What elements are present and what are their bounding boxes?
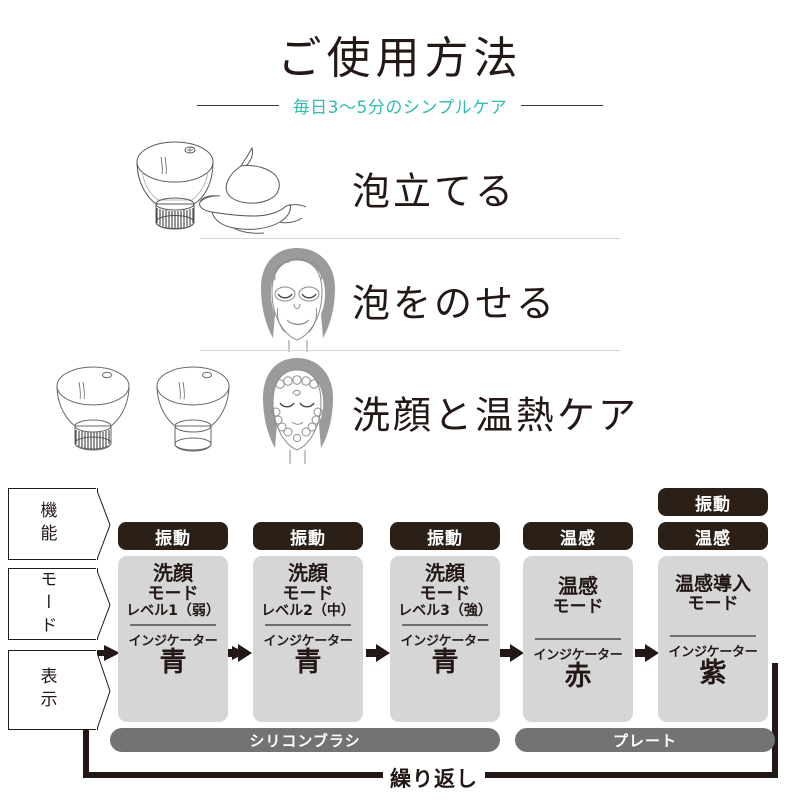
mode-card-rule-5	[670, 635, 756, 637]
steps-section: 泡立てる	[0, 132, 800, 477]
mode-card-3[interactable]: 洗顔 モード レベル3（強） インジケーター 青	[390, 556, 500, 722]
mode-level-3: レベル3（強）	[398, 603, 492, 620]
page-subtitle: 毎日3〜5分のシンプルケア	[292, 97, 508, 118]
repeat-label: 繰り返し	[383, 763, 485, 793]
mode-name-3: 洗顔	[425, 561, 465, 585]
step-2-label: 泡をのせる	[352, 281, 558, 326]
mode-sub-4: モード	[552, 596, 604, 617]
indicator-label-2: インジケーター	[263, 633, 353, 649]
mode-card-rule-3	[402, 624, 488, 626]
indicator-label-5: インジケーター	[668, 644, 758, 660]
indicator-label-1: インジケーター	[128, 633, 218, 649]
function-badge-heat-4: 温感	[523, 522, 633, 550]
mode-level-1: レベル1（弱）	[126, 603, 220, 620]
indicator-color-5: 紫	[699, 657, 727, 689]
mode-card-rule-4	[535, 638, 621, 640]
indicator-color-2: 青	[294, 646, 322, 678]
page-title: ご使用方法	[277, 33, 523, 84]
mode-card-4[interactable]: 温感 モード インジケーター 赤	[523, 556, 633, 722]
function-badge-vibration-5: 振動	[658, 488, 768, 516]
mode-sub-2: モード	[282, 583, 334, 604]
attachment-pill-plate: プレート	[515, 728, 775, 752]
mode-cycle-diagram: 機能 モード 表示 振動 洗顔 モード レベル1（弱） インジケーター 青 振動	[0, 480, 800, 800]
mode-sub-1: モード	[147, 583, 199, 604]
mode-level-2: レベル2（中）	[261, 603, 355, 620]
indicator-color-3: 青	[431, 646, 459, 678]
subtitle-rule-right	[521, 104, 604, 106]
mode-card-rule-1	[130, 624, 216, 626]
step-3-label: 洗顔と温熱ケア	[352, 393, 640, 438]
attachment-pill-silicone-brush: シリコンブラシ	[110, 728, 500, 752]
indicator-color-1: 青	[159, 646, 187, 678]
mode-card-1[interactable]: 洗顔 モード レベル1（弱） インジケーター 青	[118, 556, 228, 722]
step-divider-1	[200, 238, 620, 239]
mode-name-4: 温感	[558, 574, 598, 598]
step-2: 泡をのせる	[0, 244, 800, 356]
mode-sub-5: モード	[687, 593, 739, 614]
mode-card-5[interactable]: 温感導入 モード インジケーター 紫	[658, 556, 768, 722]
mode-sub-3: モード	[419, 583, 471, 604]
subtitle-row: 毎日3〜5分のシンプルケア	[0, 92, 800, 118]
indicator-label-4: インジケーター	[533, 647, 623, 663]
subtitle-rule-left	[196, 104, 279, 106]
step-divider-2	[200, 350, 620, 351]
step-1-label: 泡立てる	[352, 169, 517, 214]
mode-card-rule-2	[265, 624, 351, 626]
row-label-mode: モード	[8, 568, 111, 642]
step-1: 泡立てる	[0, 132, 800, 244]
step-3-illustration	[45, 356, 345, 468]
row-label-function: 機能	[8, 488, 111, 562]
row-label-mode-text: モード	[36, 569, 57, 639]
function-badge-heat-5: 温感	[658, 522, 768, 550]
row-label-function-text: 機能	[36, 501, 57, 547]
indicator-label-3: インジケーター	[400, 633, 490, 649]
row-label-display: 表示	[8, 650, 111, 732]
step-1-illustration	[128, 132, 348, 244]
function-badge-vibration-1: 振動	[118, 522, 228, 550]
mode-name-5: 温感導入	[674, 573, 751, 595]
function-badge-vibration-3: 振動	[390, 522, 500, 550]
row-label-display-text: 表示	[36, 667, 57, 713]
function-badge-vibration-2: 振動	[253, 522, 363, 550]
indicator-color-4: 赤	[564, 660, 592, 692]
mode-name-1: 洗顔	[153, 561, 193, 585]
page-header: ご使用方法 毎日3〜5分のシンプルケア	[0, 0, 800, 130]
step-2-illustration	[245, 244, 350, 356]
mode-name-2: 洗顔	[288, 561, 328, 585]
mode-card-2[interactable]: 洗顔 モード レベル2（中） インジケーター 青	[253, 556, 363, 722]
step-3: 洗顔と温熱ケア	[0, 356, 800, 468]
